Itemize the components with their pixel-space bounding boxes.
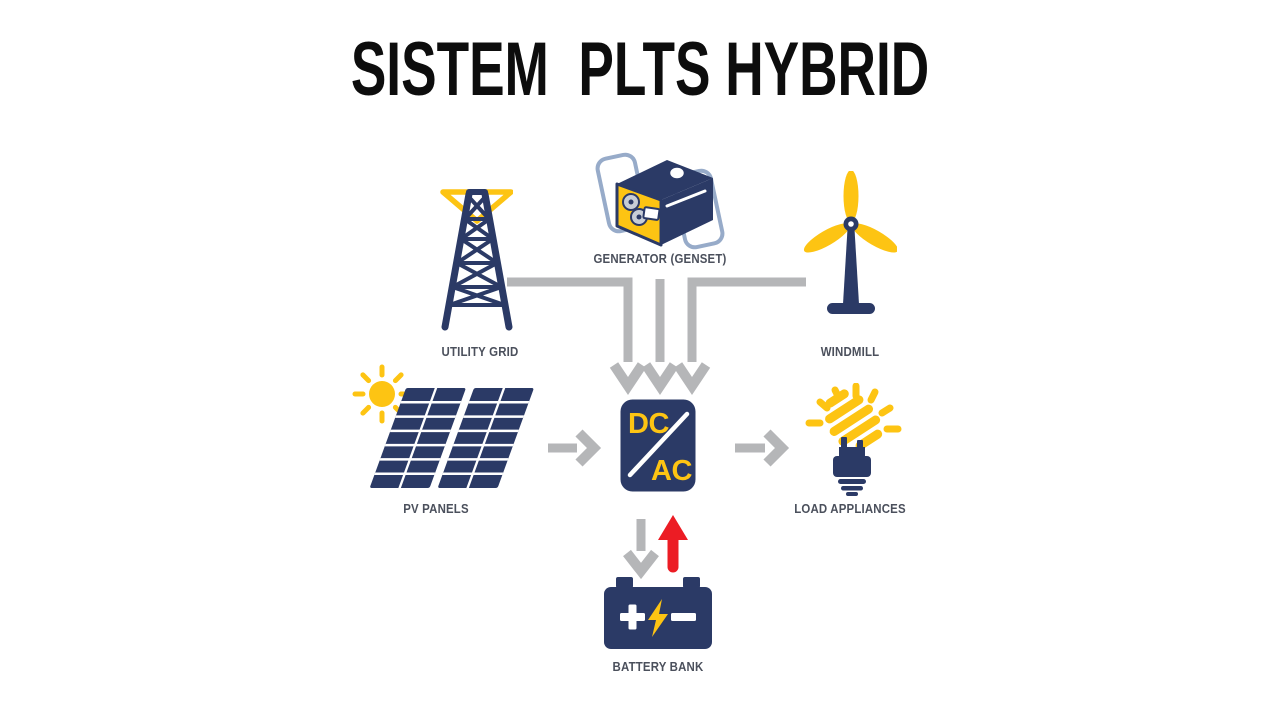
connector-inverter-to-battery: [623, 519, 659, 580]
label-pv-panels: PV PANELS: [403, 501, 469, 516]
load-appliances-icon: [805, 383, 902, 496]
generator-icon: [595, 152, 725, 250]
utility-grid-icon: [440, 189, 513, 331]
label-windmill: WINDMILL: [820, 344, 880, 359]
connector-windmill-to-inverter: [673, 277, 806, 396]
pv-panels-icon: [352, 364, 534, 488]
pv-panel-left: [370, 388, 466, 488]
windmill-icon: [803, 171, 897, 314]
battery-plus-sign: [620, 604, 645, 630]
inverter-ac-label: AC: [651, 455, 692, 487]
pv-panel-right: [438, 388, 534, 488]
connector-generator-to-inverter: [641, 279, 679, 396]
connector-utility-grid-to-inverter: [507, 277, 647, 396]
battery-bank-icon: [604, 577, 712, 649]
inverter-dcac: DC AC: [620, 399, 696, 492]
label-load-appliances: LOAD APPLIANCES: [794, 501, 906, 516]
inverter-dc-label: DC: [628, 408, 669, 440]
bulb-base: [833, 437, 871, 496]
connector-inverter-to-load: [735, 429, 790, 467]
lightning-bolt-icon: [648, 599, 668, 637]
connector-pv-panels-to-inverter: [548, 429, 602, 467]
label-generator: GENERATOR (GENSET): [593, 251, 727, 266]
label-utility-grid: UTILITY GRID: [441, 344, 519, 359]
page-title: SISTEM PLTS HYBRID: [350, 27, 930, 112]
battery-minus-sign: [671, 613, 696, 621]
label-battery-bank: BATTERY BANK: [612, 659, 704, 674]
connector-battery-to-inverter: [658, 515, 688, 573]
